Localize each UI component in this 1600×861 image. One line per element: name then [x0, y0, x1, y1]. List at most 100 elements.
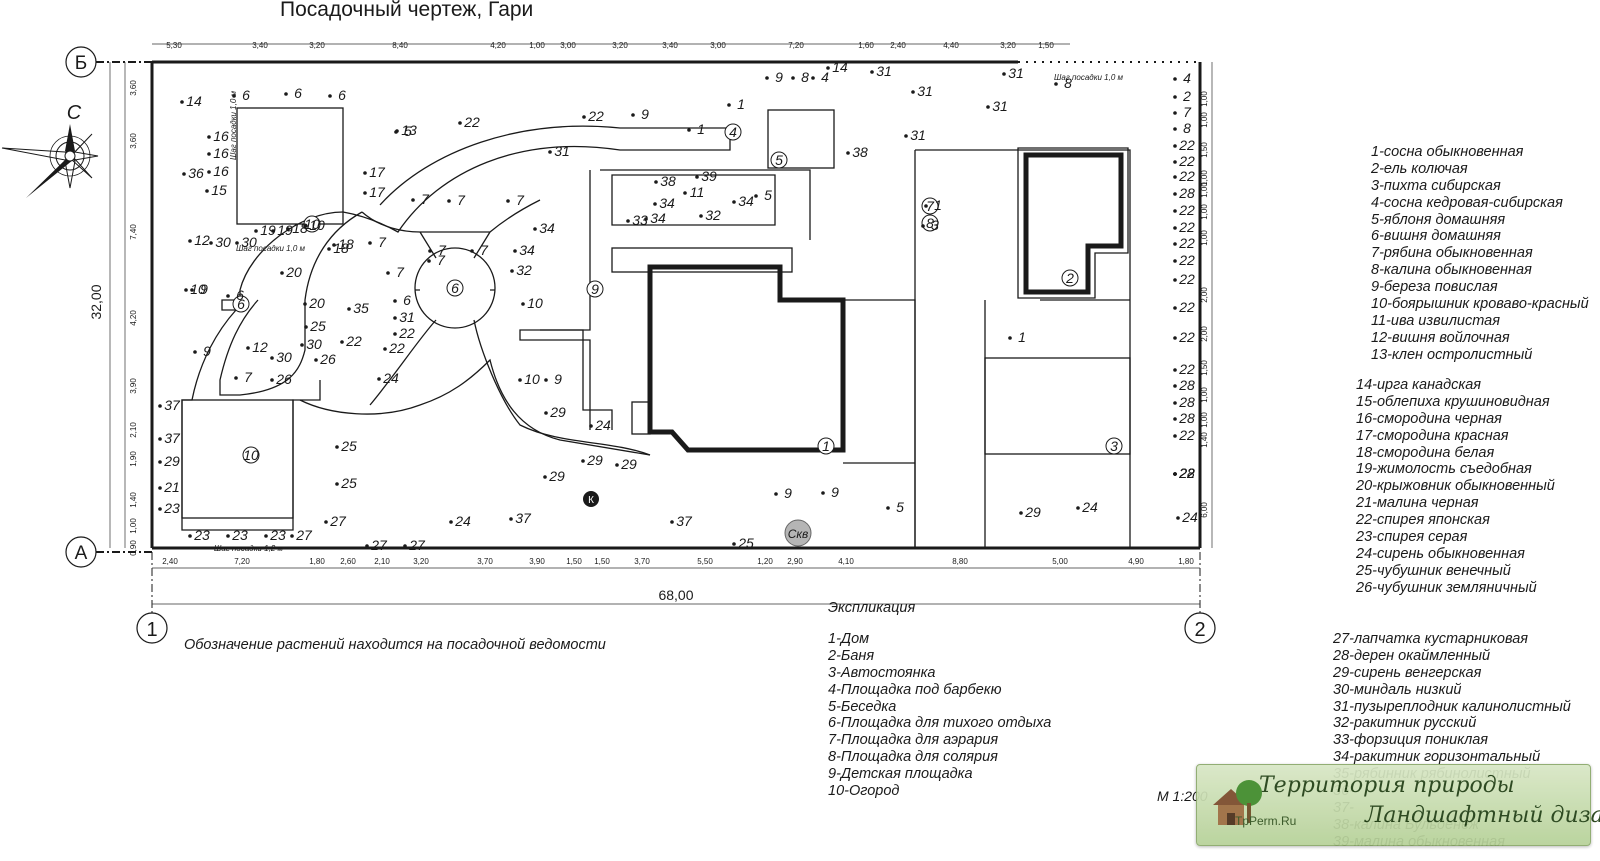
bottom-dim: 2,90 [787, 557, 803, 566]
left-dim: 0,90 [129, 540, 138, 556]
plant-point [377, 377, 381, 381]
plant-point [411, 198, 415, 202]
axis-col-right-label: 2 [1194, 619, 1205, 641]
plant-label: 6 [294, 85, 302, 101]
legend-entry: 33-форзиция пониклая [1333, 732, 1489, 749]
plant-point [234, 376, 238, 380]
legend-entry: 30-миндаль низкий [1333, 681, 1462, 698]
central-walks [361, 199, 651, 456]
right-dim: 1,00 [1200, 204, 1209, 220]
plant-point [581, 459, 585, 463]
legend-entry: 8-калина обыкновенная [1371, 262, 1532, 279]
structure-garden-number-2: 10 [243, 447, 259, 463]
plant-label: 25 [737, 535, 754, 551]
legend-entry: 27-лапчатка кустарниковая [1333, 631, 1529, 647]
legend-entry: 23-спирея серая [1356, 529, 1468, 546]
plant-label: 6 [403, 292, 411, 308]
plant-point [544, 411, 548, 415]
top-dim: 5,30 [166, 41, 182, 50]
plant-label: 22 [463, 114, 480, 130]
top-dim: 3,00 [560, 41, 576, 50]
top-dim: 1,50 [1038, 41, 1054, 50]
legend-entry: 2-ель колючая [1371, 160, 1468, 177]
axis-bubble-bottom [65, 536, 97, 568]
plant-point [695, 175, 699, 179]
legend-entry: 1-сосна обыкновенная [1371, 144, 1524, 160]
plant-label: 22 [1178, 153, 1195, 169]
plant-label: 29 [586, 452, 603, 468]
plant-point [1176, 516, 1180, 520]
plant-label: 37 [164, 430, 181, 446]
structure-bbq-number: 4 [729, 124, 737, 140]
watermark-name: Территория природы [1259, 773, 1515, 798]
bottom-dim: 1,20 [757, 557, 773, 566]
top-dim: 3,20 [309, 41, 325, 50]
plant-label: 24 [1181, 509, 1198, 525]
plant-point [180, 100, 184, 104]
plant-label: 11 [690, 184, 705, 200]
plant-point [518, 378, 522, 382]
left-dim: 1,00 [129, 518, 138, 534]
plant-point [363, 171, 367, 175]
plant-point [1173, 336, 1177, 340]
axis-bubble-top [65, 46, 97, 78]
plant-label: 14 [832, 59, 848, 75]
plant-point [332, 243, 336, 247]
house-outline [647, 264, 846, 453]
legend-entry: 9-Детская площадка [828, 766, 973, 783]
plant-label: 20 [308, 295, 325, 311]
plant-label: 5 [896, 499, 904, 515]
left-dim: 3,60 [129, 80, 138, 96]
legend-entry: 5-Беседка [828, 698, 897, 715]
plant-label: 9 [775, 69, 783, 85]
plant-label: 22 [1178, 465, 1195, 481]
plant-label: 24 [594, 417, 611, 433]
plant-point [886, 506, 890, 510]
plant-label: 20 [285, 264, 302, 280]
plant-point [193, 350, 197, 354]
plant-label: 18 [292, 220, 308, 236]
plant-point [533, 227, 537, 231]
legend-entry: 24-сирень обыкновенная [1356, 545, 1525, 562]
plant-point [774, 492, 778, 496]
total-width-dim: 68,00 [658, 587, 693, 603]
plant-point [1173, 226, 1177, 230]
plant-point [506, 199, 510, 203]
plant-point [184, 288, 188, 292]
legend-entry: 5-яблоня домашняя [1371, 211, 1506, 228]
plant-point [1173, 175, 1177, 179]
plant-label: 10 [190, 281, 206, 297]
plant-point [631, 113, 635, 117]
legend-entry: 7-рябина обыкновенная [1371, 245, 1533, 262]
plant-label: 12 [252, 339, 268, 355]
plant-point [1173, 259, 1177, 263]
plant-label: 9 [200, 281, 208, 297]
bed-upper-left [236, 107, 344, 225]
plant-label: 34 [659, 195, 675, 211]
legend-entry: 28-дерен окаймленный [1333, 647, 1491, 664]
site-boundary [150, 60, 1202, 550]
planting-step-4: Шаг посадки 1,2 м [214, 544, 283, 553]
right-dim: 2,00 [1200, 326, 1209, 342]
plant-point [232, 94, 236, 98]
plant-point [300, 343, 304, 347]
legend-entry: 16-смородина черная [1356, 410, 1502, 427]
legend-entry: 14-ирга канадская [1356, 377, 1482, 393]
plant-point [280, 271, 284, 275]
plant-label: 7 [438, 242, 447, 258]
plant-point [347, 307, 351, 311]
plant-label: 10 [309, 217, 325, 233]
plant-point [395, 129, 399, 133]
plant-label: 23 [193, 527, 210, 543]
plant-point [732, 200, 736, 204]
plant-label: 24 [454, 513, 471, 529]
plant-label: 24 [1081, 499, 1098, 515]
bottom-dim: 4,10 [838, 557, 854, 566]
plant-point [615, 463, 619, 467]
plant-label: 22 [1178, 465, 1195, 481]
plant-point [235, 241, 239, 245]
plant-point [393, 332, 397, 336]
plant-point [1173, 472, 1177, 476]
